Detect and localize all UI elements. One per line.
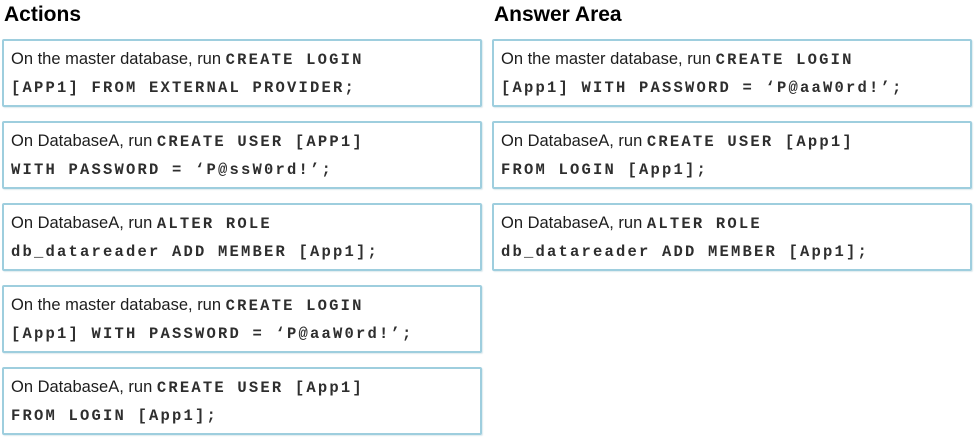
card-line-1: On DatabaseA, run CREATE USER [App1] (11, 373, 474, 402)
action-card-create-user-with-password[interactable]: On DatabaseA, run CREATE USER [APP1] WIT… (2, 121, 482, 189)
card-line-1: On DatabaseA, run ALTER ROLE (11, 209, 474, 238)
sql-code: ALTER ROLE (646, 214, 762, 233)
card-line-1: On DatabaseA, run CREATE USER [App1] (501, 127, 964, 156)
sql-code: db_datareader ADD MEMBER [App1]; (11, 242, 380, 261)
card-line-1: On DatabaseA, run ALTER ROLE (501, 209, 964, 238)
answer-card-step-2-create-user-from-login[interactable]: On DatabaseA, run CREATE USER [App1] FRO… (492, 121, 972, 189)
action-card-create-login-external-provider[interactable]: On the master database, run CREATE LOGIN… (2, 39, 482, 107)
answer-area-column: Answer Area On the master database, run … (492, 1, 972, 435)
instruction-text: On DatabaseA, run (11, 131, 157, 150)
instruction-text: On the master database, run (11, 49, 226, 68)
card-line-1: On the master database, run CREATE LOGIN (11, 291, 474, 320)
instruction-text: On the master database, run (501, 49, 716, 68)
sql-code: FROM LOGIN [App1]; (11, 406, 219, 425)
sql-code: db_datareader ADD MEMBER [App1]; (501, 242, 870, 261)
answer-area-card-list: On the master database, run CREATE LOGIN… (492, 39, 972, 271)
sql-code: [App1] WITH PASSWORD = ‘P@aaW0rd!’; (501, 78, 904, 97)
action-card-create-user-from-login[interactable]: On DatabaseA, run CREATE USER [App1] FRO… (2, 367, 482, 435)
answer-card-step-3-alter-role-add-member[interactable]: On DatabaseA, run ALTER ROLE db_dataread… (492, 203, 972, 271)
instruction-text: On the master database, run (11, 295, 226, 314)
sql-code: CREATE LOGIN (225, 296, 364, 315)
answer-area-title: Answer Area (494, 3, 622, 26)
sql-code: [App1] WITH PASSWORD = ‘P@aaW0rd!’; (11, 324, 414, 343)
sql-code: FROM LOGIN [App1]; (501, 160, 709, 179)
card-line-1: On the master database, run CREATE LOGIN (11, 45, 474, 74)
action-card-create-login-with-password[interactable]: On the master database, run CREATE LOGIN… (2, 285, 482, 353)
sql-code: ALTER ROLE (156, 214, 272, 233)
instruction-text: On DatabaseA, run (501, 213, 647, 232)
sql-code: CREATE USER [App1] (156, 378, 364, 397)
card-line-1: On DatabaseA, run CREATE USER [APP1] (11, 127, 474, 156)
sql-code: WITH PASSWORD = ‘P@ssW0rd!’; (11, 160, 334, 179)
actions-card-list: On the master database, run CREATE LOGIN… (2, 39, 482, 435)
actions-column: Actions On the master database, run CREA… (2, 1, 482, 435)
sql-code: CREATE LOGIN (715, 50, 854, 69)
sql-code: CREATE LOGIN (225, 50, 364, 69)
actions-title: Actions (4, 3, 82, 26)
instruction-text: On DatabaseA, run (11, 213, 157, 232)
sql-code: CREATE USER [App1] (646, 132, 854, 151)
sql-code: CREATE USER [APP1] (156, 132, 364, 151)
sql-code: [APP1] FROM EXTERNAL PROVIDER; (11, 78, 357, 97)
card-line-1: On the master database, run CREATE LOGIN (501, 45, 964, 74)
answer-card-step-1-create-login-with-password[interactable]: On the master database, run CREATE LOGIN… (492, 39, 972, 107)
instruction-text: On DatabaseA, run (11, 377, 157, 396)
instruction-text: On DatabaseA, run (501, 131, 647, 150)
action-card-alter-role-add-member[interactable]: On DatabaseA, run ALTER ROLE db_dataread… (2, 203, 482, 271)
